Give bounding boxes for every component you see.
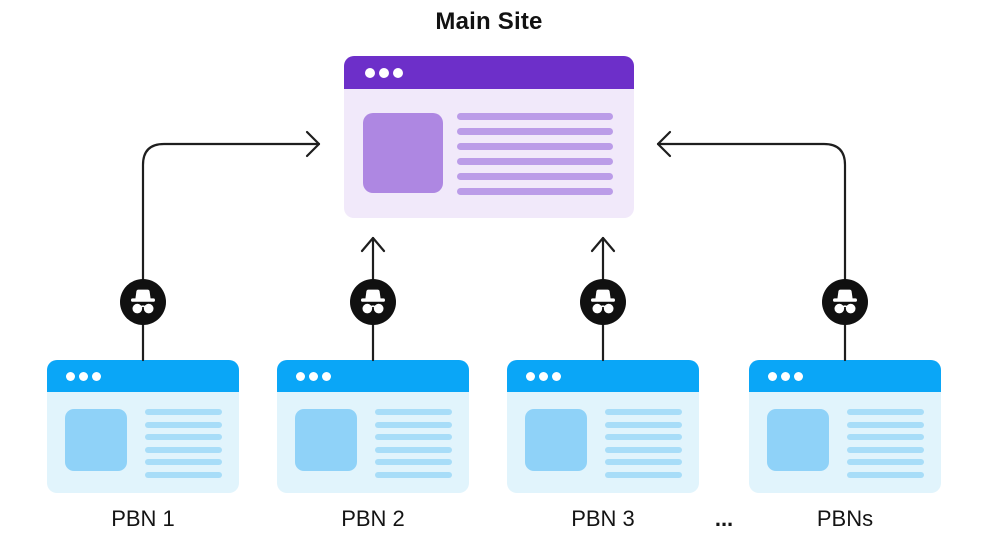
text-line	[145, 434, 222, 440]
text-line	[457, 188, 613, 195]
text-line	[457, 128, 613, 135]
pbn2-to-main-arrow	[360, 236, 386, 362]
main-window-header	[344, 56, 634, 89]
pbn2-window	[277, 360, 469, 493]
text-line	[457, 158, 613, 165]
window-control-dots	[365, 67, 403, 78]
window-control-dots	[296, 371, 331, 381]
text-line	[145, 421, 222, 428]
text-line	[847, 409, 924, 415]
incognito-icon	[821, 278, 869, 326]
image-placeholder	[525, 409, 587, 471]
text-lines	[145, 409, 222, 478]
text-line	[375, 446, 452, 453]
window-control-dots	[66, 371, 101, 381]
pbn1-window	[47, 360, 239, 493]
text-line	[847, 421, 924, 428]
pbns-window	[749, 360, 941, 493]
window-dot	[79, 371, 88, 381]
text-lines	[605, 409, 682, 478]
text-line	[605, 459, 682, 465]
window-dot	[768, 371, 777, 381]
text-lines	[375, 409, 452, 478]
text-line	[847, 446, 924, 453]
text-line	[457, 113, 613, 120]
window-dot	[296, 371, 305, 381]
pbns-to-main-arrow	[656, 130, 847, 362]
window-dot	[309, 371, 318, 381]
text-line	[375, 434, 452, 440]
ellipsis-label: ...	[714, 506, 734, 531]
text-line	[375, 409, 452, 415]
pbn-window-content	[507, 392, 699, 478]
pbn2-label: PBN 2	[341, 506, 405, 531]
text-line	[457, 143, 613, 150]
pbn-window-content	[749, 392, 941, 478]
window-dot	[526, 371, 535, 381]
incognito-icon	[579, 278, 627, 326]
window-control-dots	[526, 371, 561, 381]
text-line	[145, 446, 222, 453]
window-dot	[92, 371, 101, 381]
pbn-window-content	[47, 392, 239, 478]
main-window-content	[344, 89, 634, 195]
window-dot	[393, 67, 403, 78]
text-line	[605, 446, 682, 453]
window-dot	[781, 371, 790, 381]
pbn-window-header	[507, 360, 699, 392]
text-line	[605, 421, 682, 428]
text-lines	[457, 113, 613, 195]
text-line	[145, 409, 222, 415]
text-line	[375, 421, 452, 428]
window-dot	[322, 371, 331, 381]
text-line	[847, 459, 924, 465]
text-line	[605, 409, 682, 415]
text-line	[847, 434, 924, 440]
pbn3-label: PBN 3	[571, 506, 635, 531]
window-dot	[794, 371, 803, 381]
image-placeholder	[65, 409, 127, 471]
main-site-window	[344, 56, 634, 218]
pbn3-window	[507, 360, 699, 493]
text-line	[145, 459, 222, 465]
text-line	[847, 471, 924, 478]
incognito-icon	[119, 278, 167, 326]
text-line	[145, 471, 222, 478]
text-line	[605, 434, 682, 440]
pbn-window-content	[277, 392, 469, 478]
window-dot	[66, 371, 75, 381]
text-line	[605, 471, 682, 478]
text-line	[457, 173, 613, 180]
pbns-label: PBNs	[816, 506, 874, 531]
main-site-title: Main Site	[435, 8, 543, 35]
text-lines	[847, 409, 924, 478]
window-dot	[552, 371, 561, 381]
image-placeholder	[363, 113, 443, 193]
pbn1-to-main-arrow	[141, 130, 321, 362]
image-placeholder	[767, 409, 829, 471]
pbn-window-header	[277, 360, 469, 392]
window-dot	[365, 67, 375, 78]
pbn-window-header	[749, 360, 941, 392]
window-control-dots	[768, 371, 803, 381]
image-placeholder	[295, 409, 357, 471]
window-dot	[539, 371, 548, 381]
text-line	[375, 459, 452, 465]
pbn-window-header	[47, 360, 239, 392]
pbn3-to-main-arrow	[590, 236, 616, 362]
window-dot	[379, 67, 389, 78]
text-line	[375, 471, 452, 478]
pbn1-label: PBN 1	[111, 506, 175, 531]
incognito-icon	[349, 278, 397, 326]
